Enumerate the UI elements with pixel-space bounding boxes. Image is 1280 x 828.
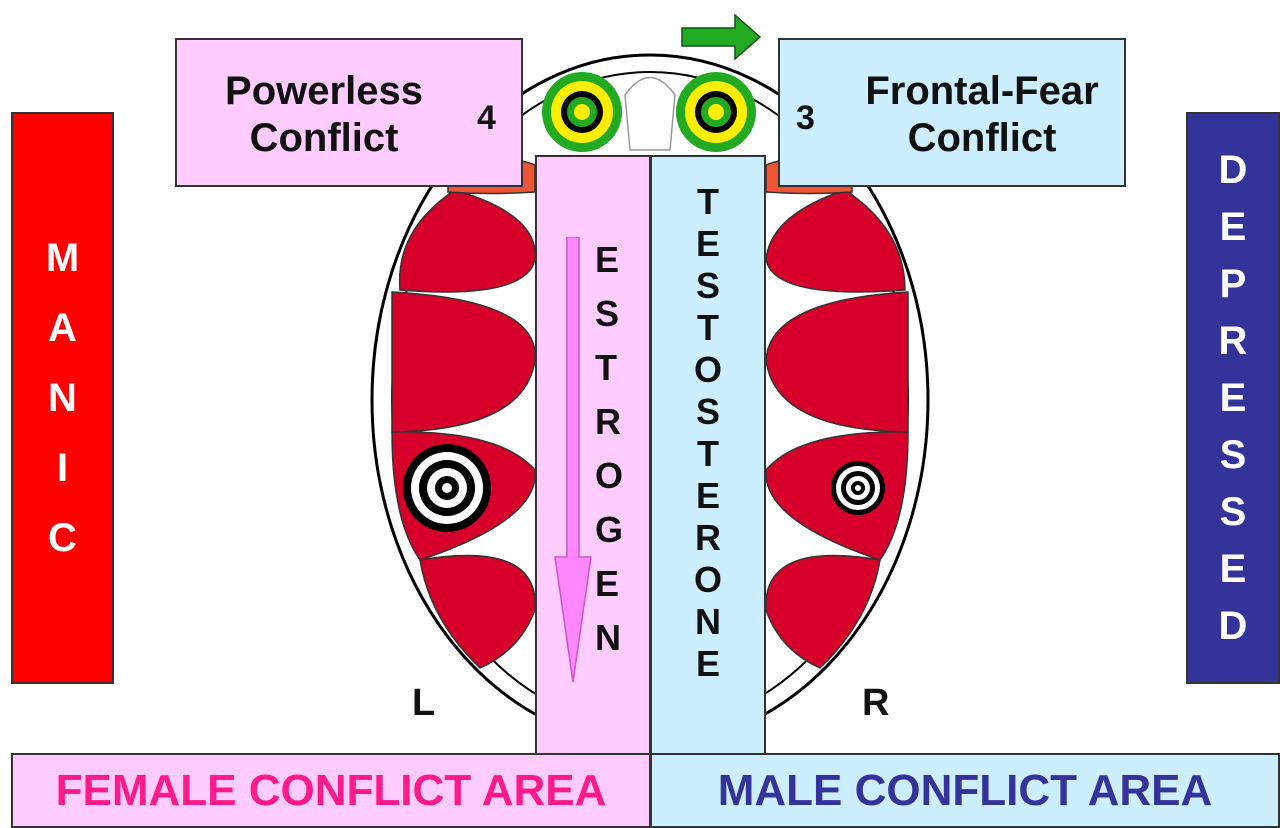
male-conflict-area-bar: MALE CONFLICT AREA — [650, 753, 1280, 828]
testosterone-letter: E — [695, 223, 720, 264]
manic-letter: N — [48, 376, 77, 420]
left-frontal-focus-icon — [542, 72, 622, 152]
depressed-letter: E — [1219, 376, 1247, 420]
manic-bar: M A N I C — [11, 112, 114, 684]
left-lobe-2 — [391, 291, 536, 433]
box-title-line: Conflict — [249, 116, 399, 161]
estrogen-letter: N — [594, 617, 621, 658]
right-lobe-2 — [765, 291, 909, 433]
pink-down-arrow-icon — [554, 237, 592, 683]
testosterone-letter: S — [695, 265, 720, 306]
left-lobe-1 — [398, 189, 536, 293]
estrogen-letters: E S T R O G E N — [595, 242, 623, 656]
right-lobe-1 — [765, 189, 906, 293]
depressed-letter: S — [1219, 433, 1247, 477]
depressed-letter: P — [1219, 262, 1247, 306]
testosterone-letter: O — [693, 559, 722, 600]
estrogen-letter: S — [594, 293, 619, 334]
testosterone-letter: R — [695, 517, 721, 558]
powerless-conflict-title: Powerless Conflict — [189, 68, 459, 162]
box-title-line: Frontal-Fear — [865, 69, 1099, 113]
right-hemisphere-label: R — [862, 682, 890, 724]
depressed-letter: E — [1219, 205, 1247, 249]
testosterone-letter: E — [695, 643, 720, 684]
box-title-line: Conflict — [907, 116, 1057, 161]
testosterone-letter: N — [695, 601, 721, 642]
frontal-fear-conflict-box: 3 Frontal-Fear Conflict — [778, 38, 1126, 187]
depressed-letter: R — [1218, 319, 1248, 363]
testosterone-column: T E S T O S T E R O N E — [650, 155, 766, 755]
manic-letter: I — [56, 446, 69, 490]
female-conflict-area-label: FEMALE CONFLICT AREA — [55, 765, 607, 815]
testosterone-letter: T — [697, 307, 719, 348]
depressed-letter: E — [1219, 547, 1247, 591]
right-frontal-focus-icon — [676, 72, 756, 152]
estrogen-column: E S T R O G E N — [535, 155, 651, 755]
right-cortex-lobes — [765, 159, 909, 669]
estrogen-letter: E — [594, 563, 619, 604]
estrogen-letter: G — [594, 509, 623, 550]
manic-letter: A — [48, 306, 77, 350]
depressed-letter: D — [1218, 604, 1248, 648]
right-lobe-4 — [765, 554, 881, 669]
conflict-number: 4 — [477, 99, 496, 137]
female-conflict-area-bar: FEMALE CONFLICT AREA — [11, 753, 651, 828]
left-hemisphere-label: L — [412, 682, 436, 724]
manic-letter: M — [45, 236, 80, 280]
testosterone-letter: T — [697, 181, 719, 222]
testosterone-letter: T — [697, 433, 719, 474]
powerless-conflict-box: Powerless Conflict 4 — [175, 38, 523, 187]
male-conflict-area-label: MALE CONFLICT AREA — [717, 765, 1213, 815]
frontal-fear-conflict-title: Frontal-Fear Conflict — [842, 68, 1122, 162]
depressed-letter: S — [1219, 490, 1247, 534]
right-target-focus-icon — [831, 461, 885, 515]
left-target-focus-icon — [403, 444, 491, 532]
estrogen-letter: T — [594, 347, 617, 388]
box-title-line: Powerless — [225, 69, 423, 113]
conflict-number: 3 — [796, 99, 815, 137]
estrogen-letter: E — [594, 239, 619, 280]
depressed-bar: D E P R E S S E D — [1186, 112, 1280, 684]
testosterone-letter: S — [695, 391, 720, 432]
testosterone-letter: O — [693, 349, 722, 390]
manic-letter: C — [48, 516, 77, 560]
estrogen-letter: R — [594, 401, 621, 442]
green-right-arrow-icon — [681, 13, 762, 61]
frontal-structure — [624, 76, 676, 151]
left-lobe-4 — [419, 554, 536, 669]
testosterone-letter: E — [695, 475, 720, 516]
depressed-letter: D — [1218, 148, 1248, 192]
estrogen-letter: O — [594, 455, 623, 496]
